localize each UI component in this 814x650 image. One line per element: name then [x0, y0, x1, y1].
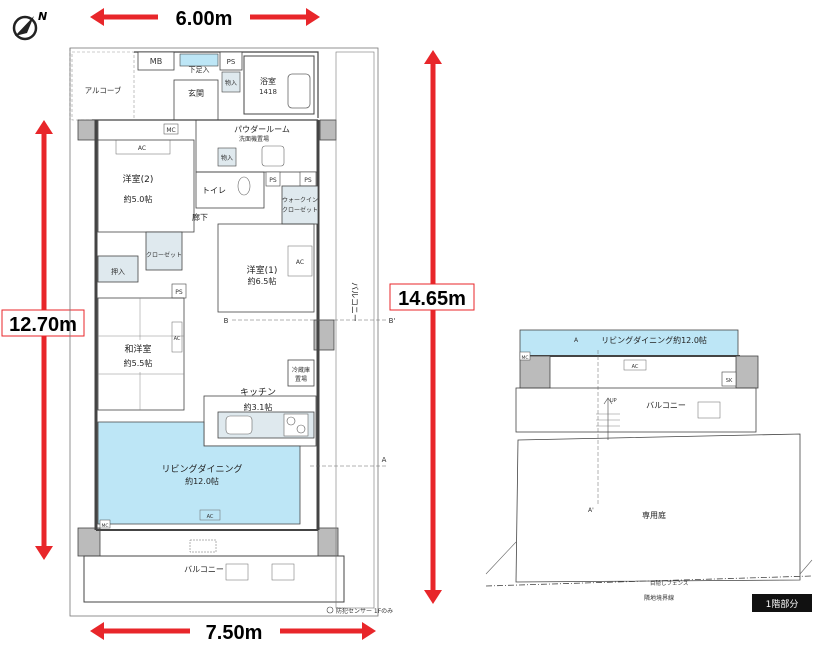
hallway-label: 廊下	[192, 212, 208, 222]
ldk-size-label: 約12.0帖	[185, 476, 219, 486]
western2-label: 洋室(2)	[123, 173, 154, 185]
mb-label: MB	[150, 57, 162, 66]
bottom-width-label: 7.50m	[206, 622, 263, 644]
ac-w1: AC	[296, 259, 304, 266]
balcony-1f-label: バルコニー	[646, 401, 686, 410]
compass-north-label: N	[38, 10, 47, 23]
alcove-label: アルコーブ	[85, 85, 122, 95]
boundary-label: 隣地境界線	[644, 594, 674, 602]
storage2-label: 物入	[221, 154, 233, 162]
section-a-main-label: A	[382, 456, 387, 464]
first-floor-tag: 1階部分	[766, 598, 799, 610]
kitchen-label: キッチン	[240, 387, 276, 398]
japanese-label: 和洋室	[124, 343, 151, 355]
ps-right-label: PS	[304, 177, 312, 184]
section-b2-label: B'	[389, 317, 396, 325]
ldk-1f-label: リビングダイニング約12.0帖	[601, 335, 707, 345]
first-floor-plan: リビングダイニング約12.0帖 SK MC AC A A' バルコニー UP 専…	[485, 329, 813, 612]
top-width-label: 6.00m	[176, 8, 233, 30]
japanese-size-label: 約5.5帖	[124, 358, 153, 368]
compass-icon: N	[12, 10, 47, 41]
left-depth-label: 12.70m	[9, 314, 77, 336]
ps-left-label: PS	[175, 289, 183, 296]
sk-label: SK	[726, 378, 733, 384]
ac-ldk: AC	[207, 514, 214, 520]
walk-in-label: ウォークイン	[282, 196, 318, 204]
ps-mid-label: PS	[269, 177, 277, 184]
mc-ldk: MC	[101, 523, 108, 529]
balcony-main-label: バルコニー	[184, 565, 224, 574]
kitchen-size-label: 約3.1帖	[244, 402, 273, 412]
section-a2-1f: A'	[588, 507, 594, 514]
toilet-label: トイレ	[202, 186, 226, 195]
section-b-label: B	[224, 317, 229, 325]
section-a-1f: A	[574, 337, 579, 344]
ac-w2: AC	[138, 145, 146, 152]
up-label: UP	[610, 398, 617, 404]
entrance-label: 玄関	[188, 88, 204, 98]
ps-top-label: PS	[227, 58, 236, 66]
closet-label: クローゼット	[146, 251, 182, 259]
sensor-note: 防犯センサー 1Fのみ	[336, 607, 393, 615]
dimension-right: 14.65m	[389, 50, 475, 604]
right-depth-label: 14.65m	[398, 288, 466, 310]
balcony-vertical-label: バルコニー	[350, 282, 359, 322]
ac-1f: AC	[632, 364, 639, 370]
fridge-label2: 置場	[295, 375, 307, 383]
powder-room-label: パウダールーム	[234, 124, 290, 134]
western1-label: 洋室(1)	[247, 264, 278, 276]
western2-size-label: 約5.0帖	[124, 194, 153, 204]
mc-top: MC	[166, 127, 175, 134]
oshiire-label: 押入	[111, 267, 125, 276]
main-unit: アルコーブ MB PS 下足入 玄関 物入 浴室 1418 パウダール	[69, 47, 396, 617]
walk-in-label2: クローゼット	[282, 206, 318, 214]
fence-label: 目隠しフェンス	[650, 579, 688, 587]
western1-size-label: 約6.5帖	[248, 276, 277, 286]
dimension-bottom: 7.50m	[90, 619, 376, 644]
bath-size-label: 1418	[259, 88, 277, 96]
storage1-label: 物入	[225, 79, 237, 87]
fridge-label: 冷蔵庫	[292, 366, 310, 374]
ldk-label: リビングダイニング	[161, 463, 242, 475]
washer-label: 洗面機置場	[239, 135, 269, 143]
bath-label: 浴室	[260, 76, 276, 86]
mc-1f: MC	[521, 355, 528, 361]
garden-label: 専用庭	[642, 510, 666, 520]
ac-jp: AC	[174, 336, 181, 342]
dimension-top: 6.00m	[90, 6, 320, 30]
shoe-storage-label: 下足入	[189, 66, 210, 74]
dimension-left: 12.70m	[1, 120, 85, 560]
